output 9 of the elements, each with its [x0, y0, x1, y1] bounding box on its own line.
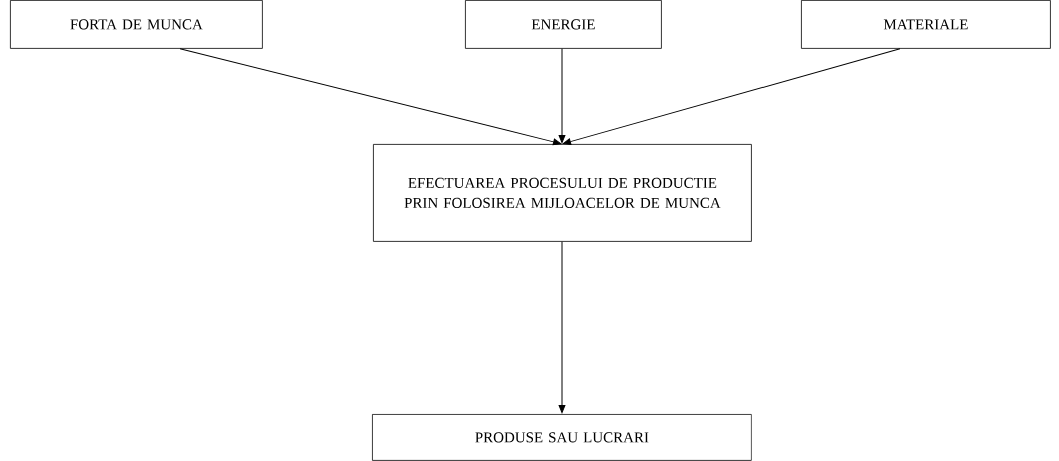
process-box: EFECTUAREA PROCESULUI DE PRODUCTIE PRIN FOLOSIREA MIJLOACELOR DE MUNCA — [373, 144, 752, 242]
process-box: PRODUSE SAU LUCRARI — [372, 414, 752, 461]
process-box: MATERIALE — [801, 0, 1051, 49]
arrow — [558, 241, 566, 414]
arrow — [558, 48, 566, 144]
arrow — [179, 48, 562, 146]
arrow — [562, 48, 901, 145]
process-box: FORTA DE MUNCA — [10, 0, 263, 49]
process-box: ENERGIE — [465, 0, 662, 49]
